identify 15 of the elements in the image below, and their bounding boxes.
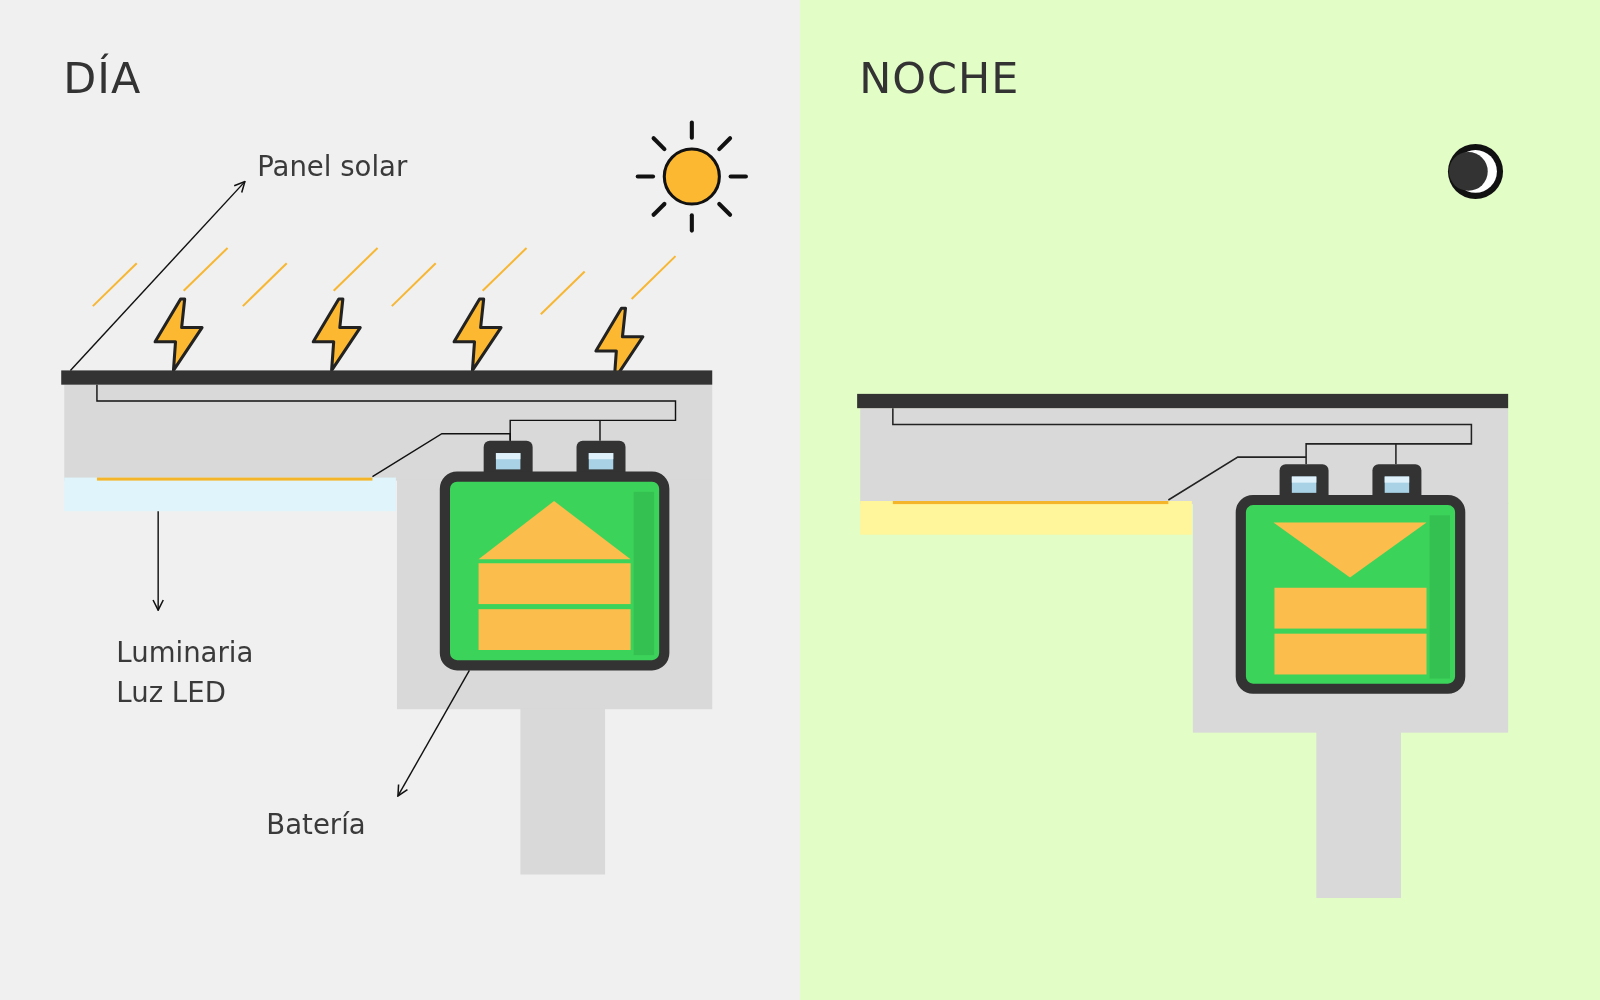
leader-line: [152, 510, 165, 611]
leader-line: [397, 669, 471, 797]
part-label: Batería: [266, 804, 399, 844]
solar-panel: [61, 370, 713, 385]
day-panel: [0, 0, 800, 1000]
leader-line: [69, 180, 246, 372]
night-panel: [800, 0, 1600, 1000]
wire: [371, 432, 511, 478]
panel-title: DÍA: [63, 53, 142, 104]
panel-title: NOCHE: [859, 53, 1020, 104]
lamp-light: [64, 477, 396, 512]
part-label: Luminaria Luz LED: [116, 632, 290, 713]
wire: [96, 383, 677, 442]
battery-drawing: [439, 440, 670, 671]
part-label: Panel solar: [257, 145, 451, 186]
